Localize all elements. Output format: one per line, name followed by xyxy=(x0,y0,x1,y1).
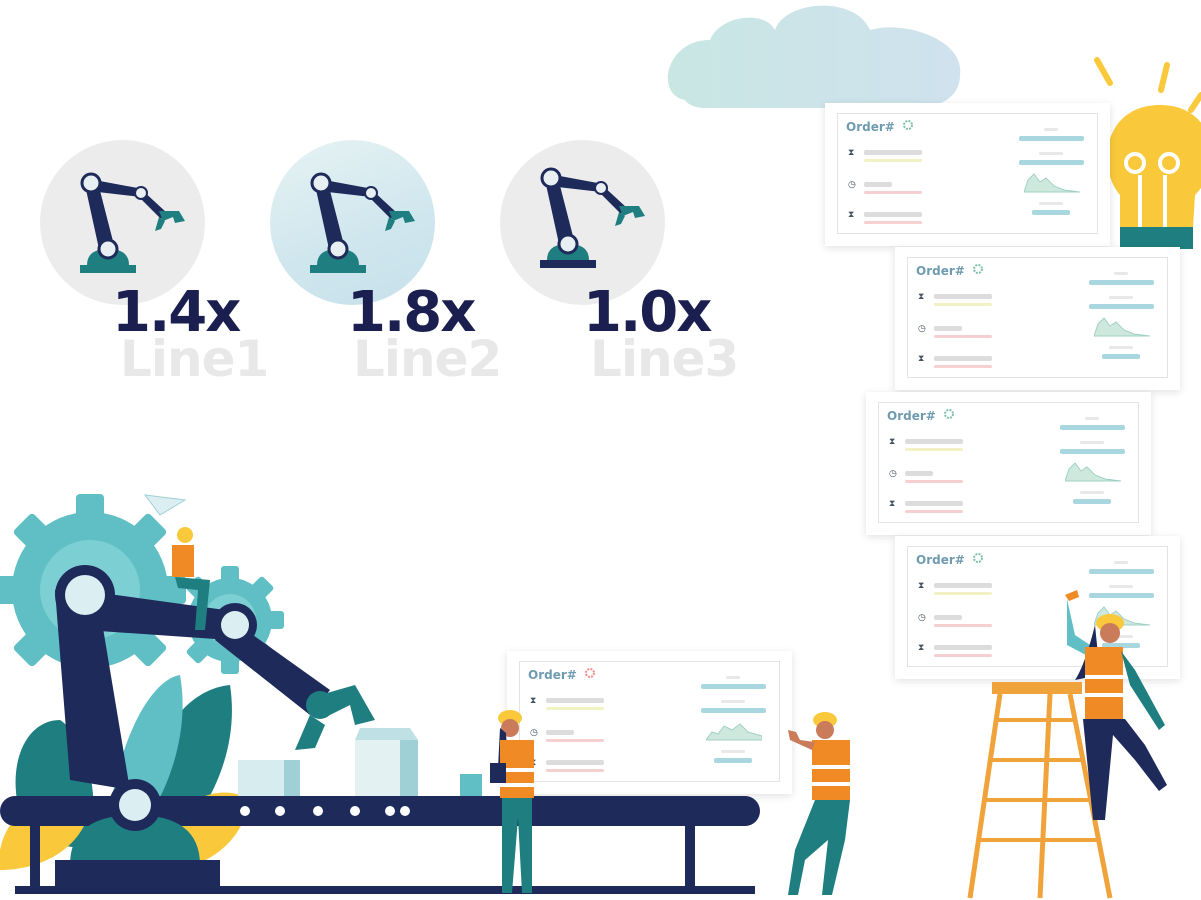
worker-figure xyxy=(490,710,534,893)
order-label: Order# xyxy=(887,409,936,423)
sparkline-chart xyxy=(1065,462,1121,482)
order-card: Order# ⧗ ◷ ⧗ xyxy=(895,536,1180,679)
gear-icon xyxy=(944,409,954,419)
line3-multiplier: 1.0x xyxy=(583,280,712,345)
timer-icon: ◷ xyxy=(918,613,926,623)
robot-arm-icon xyxy=(540,167,645,268)
line3-badge xyxy=(500,140,665,305)
order-label: Order# xyxy=(846,120,895,134)
order-card: Order# ⧗ ◷ ⧗ xyxy=(895,247,1180,390)
line2-multiplier: 1.8x xyxy=(347,280,476,345)
sparkline-chart xyxy=(1024,173,1080,193)
worker-figure xyxy=(788,712,850,895)
sparkline-chart xyxy=(1094,317,1150,337)
robot-arm-icon xyxy=(310,172,415,273)
order-label: Order# xyxy=(916,264,965,278)
gear-icon xyxy=(585,668,595,678)
worker-figure xyxy=(1065,590,1167,820)
hourglass-icon: ⧗ xyxy=(918,354,925,364)
hourglass-icon: ⧗ xyxy=(918,643,925,653)
gear-icon xyxy=(973,553,983,563)
lightbulb-icon xyxy=(1094,57,1201,249)
order-card: Order# ⧗ ◷ ⧗ xyxy=(825,103,1110,246)
timer-icon: ◷ xyxy=(918,324,926,334)
hourglass-icon: ⧗ xyxy=(530,696,537,706)
hourglass-icon: ⧗ xyxy=(918,581,925,591)
line1-multiplier: 1.4x xyxy=(112,280,241,345)
gear-icon xyxy=(903,120,913,130)
order-label: Order# xyxy=(916,553,965,567)
sparkline-chart xyxy=(706,723,762,741)
hourglass-icon: ⧗ xyxy=(848,148,855,158)
hourglass-icon: ⧗ xyxy=(918,292,925,302)
hourglass-icon: ⧗ xyxy=(848,210,855,220)
hourglass-icon: ⧗ xyxy=(889,437,896,447)
ladder-illustration xyxy=(967,682,1113,899)
order-label: Order# xyxy=(528,668,577,682)
timer-icon: ◷ xyxy=(848,180,856,190)
line2-label: Line2 xyxy=(353,330,502,388)
hourglass-icon: ⧗ xyxy=(889,499,896,509)
factory-scene xyxy=(0,494,760,894)
cloud-illustration xyxy=(667,5,961,109)
robot-arm-icon xyxy=(80,172,185,273)
line1-label: Line1 xyxy=(120,330,269,388)
gear-icon xyxy=(973,264,983,274)
order-card: Order# ⧗ ◷ ⧗ xyxy=(507,651,792,794)
line3-label: Line3 xyxy=(590,330,739,388)
timer-icon: ◷ xyxy=(530,728,538,738)
timer-icon: ◷ xyxy=(889,469,897,479)
order-card: Order# ⧗ ◷ ⧗ xyxy=(866,392,1151,535)
